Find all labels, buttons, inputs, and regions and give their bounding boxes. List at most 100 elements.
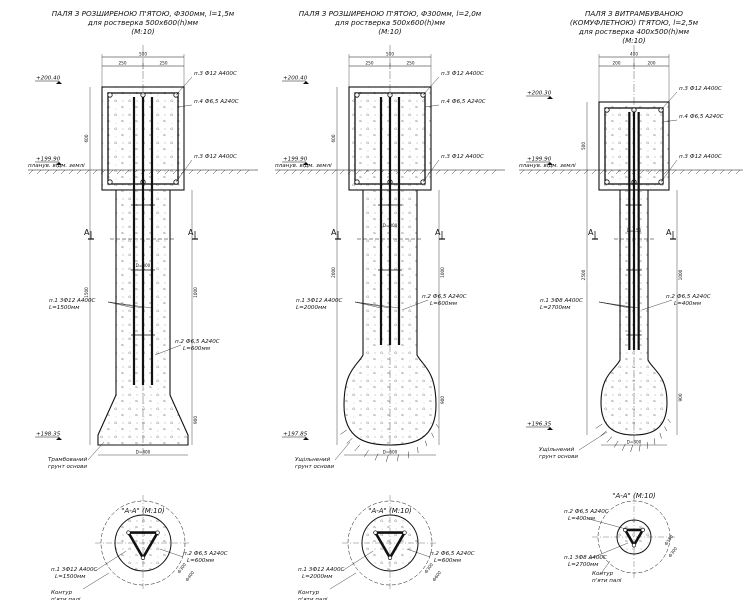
rebar-label: п.1 3Ф12 А400С xyxy=(296,298,343,304)
leader xyxy=(641,299,673,311)
ground-hatch xyxy=(355,169,361,175)
ground-hatch xyxy=(220,169,226,175)
section-rebar xyxy=(640,527,645,533)
ground-hatch xyxy=(527,169,533,175)
ground-hatch xyxy=(615,169,621,175)
section-dim: Ф400 xyxy=(184,570,195,583)
soil-hatch xyxy=(613,440,619,448)
ground-hatch xyxy=(491,169,497,175)
elevation-label: +200.40 xyxy=(283,76,308,82)
section-rebar xyxy=(373,530,378,535)
ground-hatch xyxy=(695,169,701,175)
ground-hatch xyxy=(443,169,449,175)
ground-hatch xyxy=(76,169,82,175)
ground-hatch xyxy=(164,169,170,175)
rebar-label: п.3 Ф12 А400С xyxy=(679,86,722,92)
ground-hatch xyxy=(607,169,613,175)
soil-hatch xyxy=(425,440,428,447)
leader xyxy=(662,119,678,123)
pile-title-line: (М:10) xyxy=(131,27,155,36)
pile-3: ПАЛЯ З ВИТРАМБУВАНОЮ(КОМУФЛЕТНОЮ) П'ЯТОЮ… xyxy=(519,9,743,584)
ground-hatch xyxy=(575,169,581,175)
ground-hatch xyxy=(559,169,565,175)
leader xyxy=(578,431,608,451)
section-label: L=600мм xyxy=(187,558,215,564)
leader xyxy=(341,550,374,572)
ground-hatch xyxy=(92,169,98,175)
soil-hatch xyxy=(364,450,369,457)
ground-label: планув. відм. землі xyxy=(275,163,332,169)
section-rebar xyxy=(623,527,628,533)
section-cut-letter: A xyxy=(435,228,441,237)
ground-hatch xyxy=(315,169,321,175)
ground-hatch xyxy=(671,169,677,175)
rebar-label: п.4 Ф6,5 А240С xyxy=(679,114,724,120)
dim-diam-shaft: D=150 xyxy=(627,228,642,233)
pile-title-line: для ростверка 500х600(h)мм xyxy=(334,18,446,27)
ground-hatch xyxy=(140,169,146,175)
ground-hatch xyxy=(44,169,50,175)
ground-hatch xyxy=(188,169,194,175)
rebar-dot xyxy=(107,92,113,98)
section-rebar xyxy=(140,555,146,560)
leader xyxy=(422,76,440,96)
leader xyxy=(424,104,440,108)
dim-vertical: 600 xyxy=(84,134,89,142)
elevation-label: +196.35 xyxy=(527,422,552,428)
leader xyxy=(588,518,627,530)
dim-diam-shaft: D=300 xyxy=(136,263,151,268)
leader xyxy=(588,542,629,560)
ground-hatch xyxy=(687,169,693,175)
leader xyxy=(598,301,639,309)
section-label: п'яти палі xyxy=(592,578,622,584)
ground-hatch xyxy=(204,169,210,175)
leader xyxy=(82,572,110,590)
section-stirrup xyxy=(374,531,406,560)
pile-title-line: ПАЛЯ З РОЗШИРЕНОЮ П'ЯТОЮ, Ф300мм, l=1,5м xyxy=(52,9,235,18)
section-label: L=2700мм xyxy=(568,562,599,568)
dim-vertical: 900 xyxy=(193,416,198,424)
ground-hatch xyxy=(711,169,717,175)
section-rebar xyxy=(126,530,131,535)
rebar-dot xyxy=(354,92,360,98)
elev-marker xyxy=(56,162,62,165)
rebar-label: п.3 Ф12 А400С xyxy=(441,71,484,77)
soil-hatch xyxy=(638,444,641,452)
rebar-label: п.4 Ф6,5 А240С xyxy=(441,99,486,105)
elev-marker xyxy=(547,162,553,165)
section-label: п.2 Ф6,5 А240С xyxy=(183,551,228,557)
ground-hatch xyxy=(647,169,653,175)
ground-hatch xyxy=(567,169,573,175)
ground-hatch xyxy=(339,169,345,175)
soil-hatch xyxy=(659,432,662,439)
rebar-dot xyxy=(354,179,360,185)
pile-1: ПАЛЯ З РОЗШИРЕНОЮ П'ЯТОЮ, Ф300мм, l=1,5м… xyxy=(28,9,258,600)
ground-hatch xyxy=(535,169,541,175)
leader xyxy=(406,548,431,558)
pile-title-line: для ростверка 500х600(h)мм xyxy=(87,18,199,27)
leader xyxy=(107,301,144,309)
elevation-label: +197.85 xyxy=(283,432,308,438)
ground-hatch xyxy=(172,169,178,175)
ground-hatch xyxy=(583,169,589,175)
elevation-label: +199.90 xyxy=(283,157,308,163)
ground-hatch xyxy=(196,169,202,175)
soil-hatch xyxy=(600,430,607,437)
section-label: п.1 3Ф8 А400С xyxy=(564,555,607,561)
ground-hatch xyxy=(36,169,42,175)
leader xyxy=(177,104,193,108)
dim-vertical: 1000 xyxy=(440,267,445,278)
soil-hatch xyxy=(435,423,439,428)
section-stirrup xyxy=(127,531,159,560)
section-rebar xyxy=(631,543,637,548)
dim-vertical: 1500 xyxy=(84,287,89,298)
ground-hatch xyxy=(475,169,481,175)
rebar-dot xyxy=(604,179,610,185)
dim-vertical: 2000 xyxy=(331,267,336,278)
ground-label: планув. відм. землі xyxy=(519,163,576,169)
ground-hatch xyxy=(291,169,297,175)
section-rebar xyxy=(155,530,160,535)
ground-hatch xyxy=(379,169,385,175)
